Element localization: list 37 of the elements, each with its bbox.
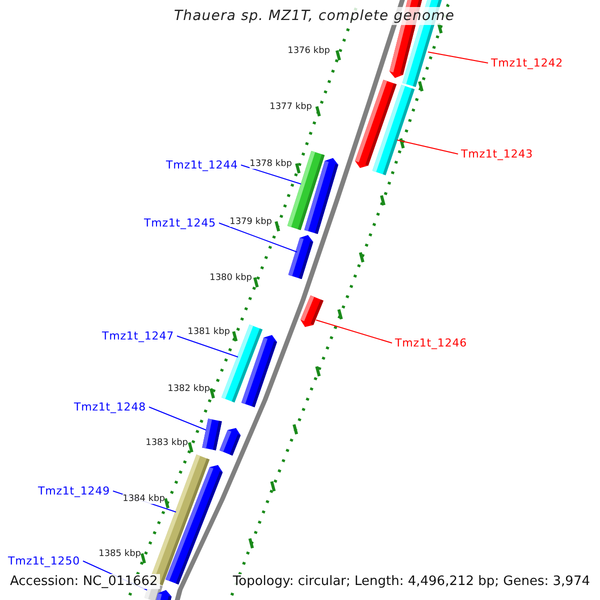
gene-feature xyxy=(288,235,314,280)
scale-label: 1380 kbp xyxy=(210,273,252,283)
gene-label: Tmz1t_1246 xyxy=(395,336,468,350)
gene-bar xyxy=(202,418,222,450)
gene-label: Tmz1t_1243 xyxy=(461,148,534,160)
leader-line xyxy=(218,222,298,252)
leader-line xyxy=(148,406,206,430)
gene-label: Tmz1t_1248 xyxy=(74,400,146,414)
leader-line xyxy=(396,140,458,154)
gene-label: Tmz1t_1249 xyxy=(38,484,110,498)
leader-line xyxy=(316,320,392,344)
scale-label: 1378 kbp xyxy=(250,159,292,169)
gene-feature xyxy=(304,158,338,234)
leader-line xyxy=(240,164,302,184)
scale-label: 1383 kbp xyxy=(146,438,188,448)
leader-line xyxy=(428,52,488,64)
gene-label: Tmz1t_1242 xyxy=(491,56,564,70)
leader-line xyxy=(176,336,238,358)
gene-feature xyxy=(165,465,223,585)
gene-feature xyxy=(155,590,172,600)
gene-label: Tmz1t_1245 xyxy=(144,216,216,230)
gene-label: Tmz1t_1247 xyxy=(102,330,174,342)
scale-label: 1376 kbp xyxy=(288,46,330,56)
scale-label: 1379 kbp xyxy=(230,217,272,227)
accession-label: Accession: NC_011662 xyxy=(8,574,160,589)
scale-label: 1385 kbp xyxy=(98,549,141,559)
scale-label: 1377 kbp xyxy=(270,102,312,112)
gene-feature xyxy=(300,295,324,327)
gene-label: Tmz1t_1250 xyxy=(8,554,80,568)
scale-label: 1384 kbp xyxy=(122,494,165,504)
genome-summary: Topology: circular; Length: 4,496,212 bp; Genes: 3,974 xyxy=(230,574,592,589)
gene-label: Tmz1t_1244 xyxy=(166,158,238,172)
scale-label: 1381 kbp xyxy=(188,327,230,337)
gene-feature xyxy=(241,335,277,408)
scale-label: 1382 kbp xyxy=(168,384,210,394)
gene-bar xyxy=(372,84,415,176)
gene-feature xyxy=(220,428,241,456)
